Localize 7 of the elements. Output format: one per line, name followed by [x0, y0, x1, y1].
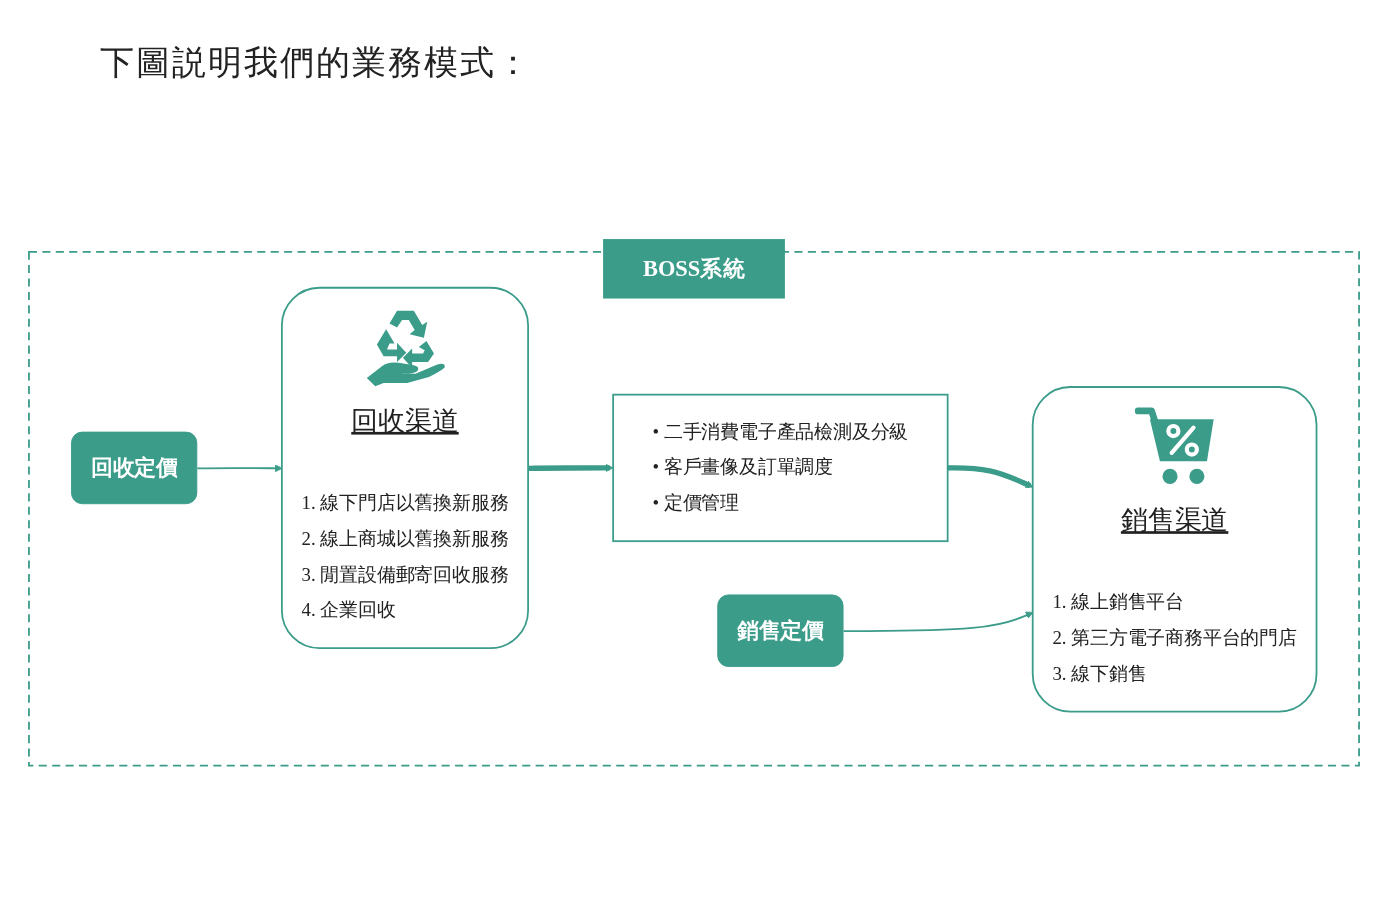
arrow — [528, 464, 614, 472]
node-box: 銷售定價 — [717, 594, 844, 667]
node-box: • 二手消費電子產品檢測及分級 • 客戶畫像及訂單調度 • 定價管理 — [612, 393, 949, 543]
node-box: 銷售渠道 1. 線上銷售平台 2. 第三方電子商務平台的門店 3. 線下銷售 — [1031, 386, 1318, 713]
node-box: 回收渠道 1. 線下門店以舊換新服務 2. 線上商城以舊換新服務 3. 閒置設備郵寄回收服務 4. 企業回收 — [281, 286, 529, 649]
node-box: 回收定價 — [71, 431, 198, 505]
diagram-title: 下圖説明我們的業務模式： — [100, 43, 532, 83]
